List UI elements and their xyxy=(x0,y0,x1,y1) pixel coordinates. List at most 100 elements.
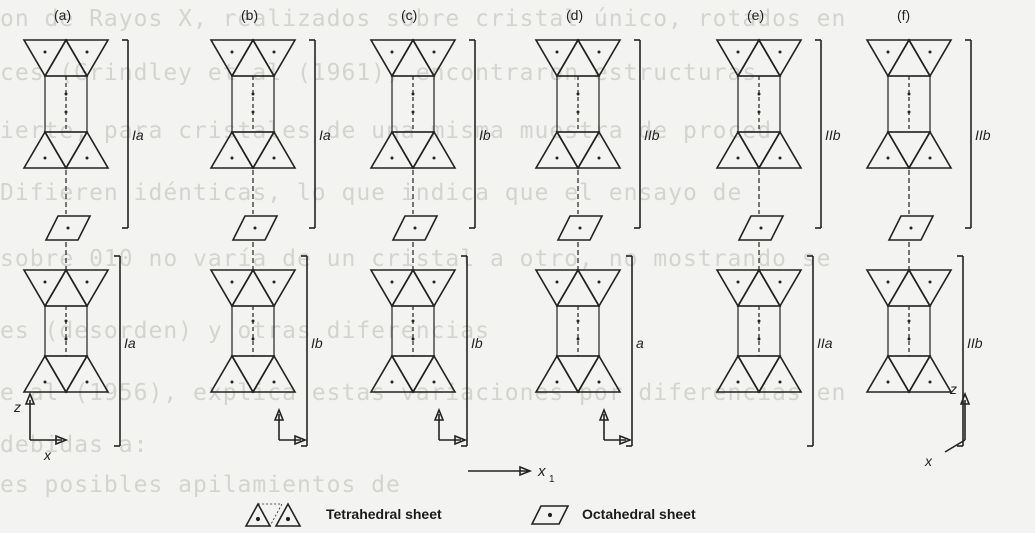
x1-axis-label: x xyxy=(537,463,546,480)
panel-b-upper-tetra-down-left xyxy=(209,130,255,169)
panel-b-upper-tetra-up-right xyxy=(251,39,297,78)
panel-e-upper-layer-label: IIb xyxy=(825,127,841,143)
panel-d-interlayer-octa xyxy=(556,215,604,241)
z-axis-label: z xyxy=(13,399,21,415)
ghost-line: on de Rayos X, realizados sobre cristal … xyxy=(0,6,847,32)
panel-e-lower-tetra-up-left xyxy=(715,269,761,308)
z-axis-label-f: z xyxy=(949,381,957,397)
ghost-line: es (desorden) y otras diferencias xyxy=(0,318,490,344)
panel-d-upper-tetra-up-mid xyxy=(555,38,601,77)
tetrahedral-sheet-icon xyxy=(244,502,302,527)
panel-c-upper-atom xyxy=(390,50,394,54)
panel-b-upper-atom xyxy=(272,156,276,160)
panel-b-upper-tetra-down-mid xyxy=(230,131,276,170)
panel-a-upper-tetra-down-left xyxy=(22,130,68,169)
panel-c-lower-tetra-down-left xyxy=(369,354,415,393)
panel-a-upper-tetra-down-right xyxy=(64,130,110,169)
panel-b-atom xyxy=(253,226,257,230)
panel-b-lower-tetra-down-left xyxy=(209,354,255,393)
panel-d-lower-tetra-up-left xyxy=(534,269,580,308)
panel-f-lower-tetra-up-left xyxy=(865,269,911,308)
panel-c-lower-tetra-up-left xyxy=(369,269,415,308)
panel-e-lower-atom xyxy=(778,280,782,284)
panel-b-upper-tetra-up-left xyxy=(209,39,255,78)
panel-a-lower-tetra-down-mid xyxy=(43,355,89,394)
panel-a-upper-atom xyxy=(43,50,47,54)
panel-d-upper-atom xyxy=(597,50,601,54)
panel-b-upper-atom xyxy=(230,156,234,160)
panel-d-upper-tetra-down-right xyxy=(576,130,622,169)
panel-f-upper-tetra-down-mid xyxy=(886,131,932,170)
panel-b-upper-tetra-up-mid xyxy=(230,38,276,77)
panel-e-upper-tetra-down-left xyxy=(715,130,761,169)
panel-b-lower-atom xyxy=(230,380,234,384)
panel-a-lower-tetra-down-right xyxy=(64,354,110,393)
panel-b-lower-tetra-up-mid xyxy=(230,268,276,307)
panel-c-upper-atom xyxy=(432,50,436,54)
panel-b-upper-layer-label: Ia xyxy=(319,127,331,143)
panel-f-lower-octa-core xyxy=(887,305,931,357)
panel-b-lower-atom xyxy=(272,380,276,384)
panel-c-label: (c) xyxy=(401,7,417,23)
panel-e-lower-atom xyxy=(736,380,740,384)
panel-a-upper-atom xyxy=(85,50,89,54)
octahedral-sheet-icon xyxy=(530,505,570,525)
legend: Tetrahedral sheet Octahedral sheet xyxy=(0,500,1035,530)
panel-d-upper-atom xyxy=(597,156,601,160)
panel-d-lower-atom xyxy=(576,337,580,341)
panel-d-upper-tetra-down-left xyxy=(534,130,580,169)
panel-b-lower-tetra-up-right xyxy=(251,269,297,308)
panel-d-upper-atom xyxy=(555,50,559,54)
panel-d-upper-tetra-down-mid xyxy=(555,131,601,170)
panel-d-lower-atom xyxy=(555,280,559,284)
panel-c-atom xyxy=(413,226,417,230)
panel-c-upper-tetra-down-right xyxy=(411,130,457,169)
x-axis-label-f: x xyxy=(924,453,933,469)
panel-c-lower-tetra-down-mid xyxy=(390,355,436,394)
panel-f-upper-octa-core xyxy=(887,75,931,133)
panel-a-lower-atom xyxy=(85,280,89,284)
panel-d-atom xyxy=(578,226,582,230)
panel-a-lower-atom xyxy=(85,380,89,384)
panel-d-lower-tetra-down-left xyxy=(534,354,580,393)
panel-d-lower-tetra-down-right xyxy=(576,354,622,393)
panel-e-lower-tetra-down-left xyxy=(715,354,761,393)
axis-arrowhead xyxy=(619,434,633,446)
panel-d-upper-layer-label: IIb xyxy=(644,127,660,143)
panel-f-upper-tetra-up-right xyxy=(907,39,953,78)
panel-f-upper-atom xyxy=(928,156,932,160)
panel-c-upper-tetra-up-mid xyxy=(390,38,436,77)
panel-a-lower-tetra-up-mid xyxy=(43,268,89,307)
panel-a-upper-octa-core xyxy=(44,75,88,133)
panel-b-lower-tetra-up-left xyxy=(209,269,255,308)
panel-b-lower-layer-label: Ib xyxy=(311,335,323,351)
panel-d-label: (d) xyxy=(566,7,583,23)
panel-b-lower-octa-core xyxy=(231,305,275,357)
panel-a-label: (a) xyxy=(54,7,71,23)
panel-a-lower-atom xyxy=(43,280,47,284)
panel-c-upper-tetra-up-right xyxy=(411,39,457,78)
panel-f-atom xyxy=(909,226,913,230)
panel-c-lower-tetra-up-mid xyxy=(390,268,436,307)
ghost-line: debidas a: xyxy=(0,432,149,458)
panel-f-upper-tetra-up-mid xyxy=(886,38,932,77)
panel-e-upper-octa-core xyxy=(737,75,781,133)
x-axis-arrow-f xyxy=(944,439,966,453)
panel-a-atom xyxy=(66,226,70,230)
axis-arrowhead xyxy=(433,407,445,421)
panel-a-lower-tetra-up-right xyxy=(64,269,110,308)
panel-e-lower-tetra-down-mid xyxy=(736,355,782,394)
panel-b-upper-octa-core xyxy=(231,75,275,133)
panel-e-lower-tetra-up-right xyxy=(757,269,803,308)
z-axis-arrowhead xyxy=(24,391,36,405)
panel-f-label: (f) xyxy=(897,7,910,23)
panel-d-lower-atom xyxy=(597,380,601,384)
panel-e-upper-tetra-up-right xyxy=(757,39,803,78)
panel-b-upper-tetra-down-right xyxy=(251,130,297,169)
panel-c-upper-tetra-down-left xyxy=(369,130,415,169)
panel-f-lower-tetra-down-right xyxy=(907,354,953,393)
panel-c-lower-atom xyxy=(411,337,415,341)
panel-a-lower-tetra-up-left xyxy=(22,269,68,308)
axis-arrowhead xyxy=(294,434,308,446)
panel-a-lower-tetra-down-left xyxy=(22,354,68,393)
